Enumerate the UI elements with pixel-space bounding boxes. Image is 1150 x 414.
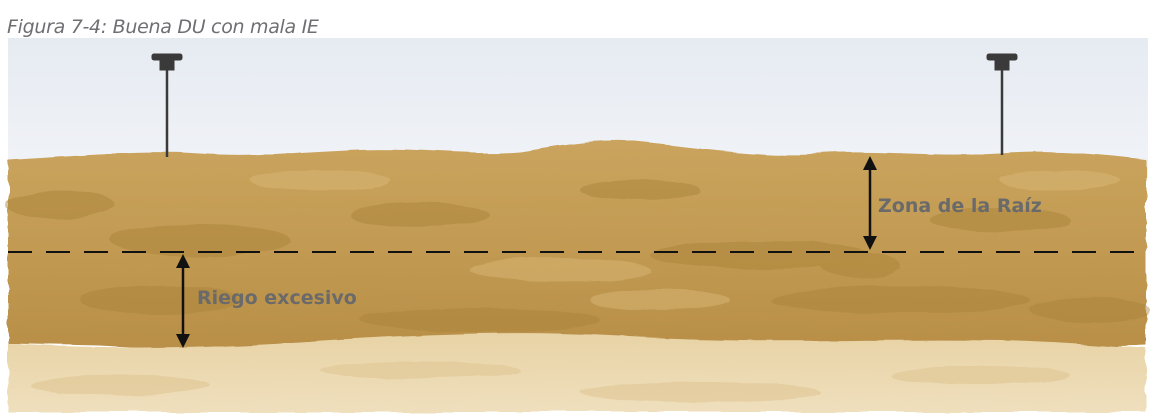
figure-caption: Figura 7-4: Buena DU con mala IE (7, 16, 319, 38)
root-zone-label: Zona de la Raíz (878, 195, 1042, 217)
over-irrigation-label: Riego excesivo (197, 287, 357, 309)
